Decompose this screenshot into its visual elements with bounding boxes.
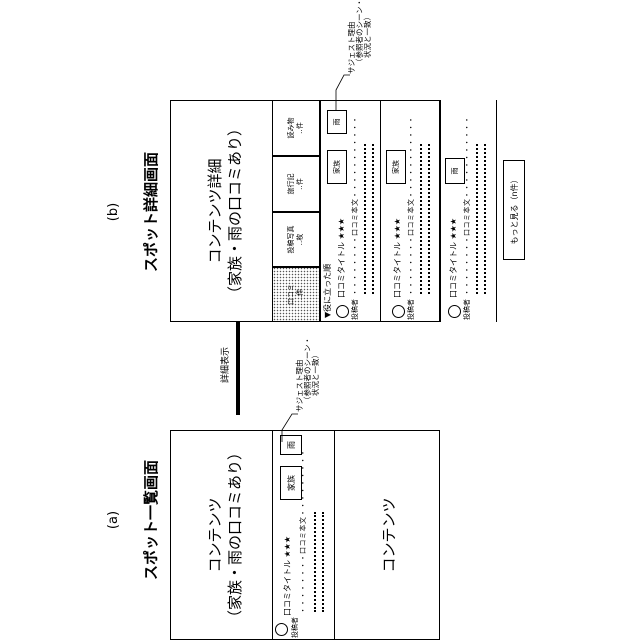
callout-b-line3: 状況と一致） xyxy=(362,13,373,58)
